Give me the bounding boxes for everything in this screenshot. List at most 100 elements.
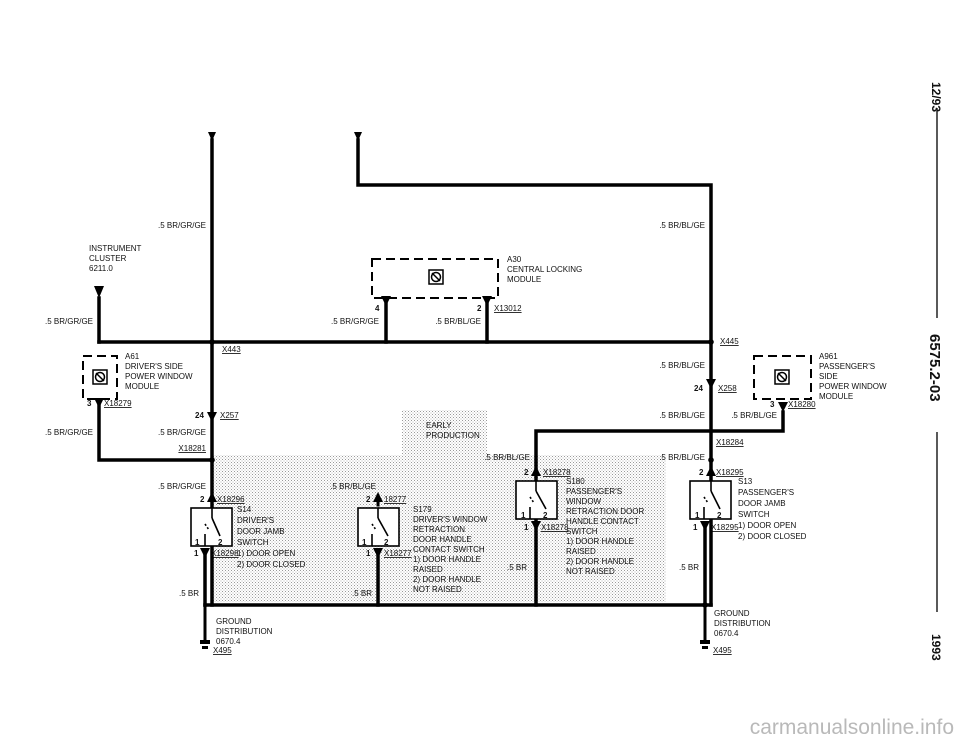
wire-label-right-top: .5 BR/BL/GE — [659, 221, 705, 230]
pin-label-24-right: 24 — [694, 384, 703, 393]
pin-label-1-s180-box: 1 — [521, 511, 526, 520]
pin-label-2-s180-box: 2 — [543, 511, 548, 520]
pin-x257 — [207, 412, 217, 422]
wire-a61-feed — [97, 402, 214, 462]
wire-label-left-top: .5 BR/GR/GE — [158, 221, 206, 230]
pin-label-2-s14: 2 — [200, 495, 205, 504]
pin-label-1-s179-box: 1 — [362, 538, 367, 547]
connector-x18278: X18278 — [543, 468, 571, 477]
connector-x18295-bottom: X18295 — [711, 523, 739, 532]
watermark: carmanualsonline.info — [750, 716, 954, 739]
splice-ground — [702, 602, 708, 608]
pin-s180-2 — [531, 466, 541, 476]
connector-x443: X443 — [222, 345, 241, 354]
pin-x258 — [706, 379, 716, 389]
pin-label-2-s13: 2 — [699, 468, 704, 477]
wire-top-bus — [356, 138, 713, 607]
s179-label: S179 DRIVER'S WINDOW RETRACTION DOOR HAN… — [413, 505, 490, 594]
pin-s179-1 — [373, 548, 383, 558]
pin-label-3-a961: 3 — [770, 400, 775, 409]
pin-label-1-s179: 1 — [366, 549, 371, 558]
wire-label-br-s14: .5 BR — [179, 589, 199, 598]
pin-s14-2 — [207, 492, 217, 502]
pin-a61-3 — [94, 398, 104, 408]
a61-module-icon — [92, 369, 108, 385]
pin-label-2-s179-box: 2 — [384, 538, 389, 547]
a30-module-icon — [428, 269, 444, 285]
s13-label: S13 PASSENGER'S DOOR JAMB SWITCH 1) DOOR… — [738, 477, 807, 541]
connector-x18284: X18284 — [716, 438, 744, 447]
s180-label: S180 PASSENGER'S WINDOW RETRACTION DOOR … — [566, 477, 646, 576]
connector-x18296: X18296 — [217, 495, 245, 504]
wire-label-a61: .5 BR/GR/GE — [45, 428, 93, 437]
wire-label-left-mid: .5 BR/GR/GE — [158, 428, 206, 437]
connector-symbols — [94, 132, 788, 649]
module-icons — [92, 269, 790, 385]
wire-label-a30-4: .5 BR/GR/GE — [331, 317, 379, 326]
pin-label-1-s14-box: 1 — [195, 538, 200, 547]
a961-module-box — [753, 355, 812, 400]
connector-x18277-bottom: X18277 — [384, 549, 412, 558]
ground-right-label: GROUND DISTRIBUTION 0670.4 — [714, 609, 773, 638]
connector-x13012: X13012 — [494, 304, 522, 313]
early-production-shading — [211, 410, 666, 602]
splices — [209, 339, 714, 608]
early-production-label: EARLY PRODUCTION — [426, 421, 480, 440]
wire-label-br-s13: .5 BR — [679, 563, 699, 572]
wire-label-cluster: .5 BR/GR/GE — [45, 317, 93, 326]
splice-x18281 — [209, 457, 215, 463]
wire-label-br-s179: .5 BR — [352, 589, 372, 598]
pin-s180-1 — [531, 521, 541, 531]
a30-module-box — [371, 258, 499, 299]
connector-x495-left: X495 — [213, 646, 232, 655]
a61-label: A61 DRIVER'S SIDE POWER WINDOW MODULE — [125, 352, 195, 391]
side-page-number: 6575.2-03 — [926, 334, 943, 402]
connector-x258: X258 — [718, 384, 737, 393]
wire-label-s14-feed: .5 BR/GR/GE — [158, 482, 206, 491]
pin-label-1-s13: 1 — [693, 523, 698, 532]
wire-label-a961: .5 BR/BL/GE — [731, 411, 777, 420]
connector-x257: X257 — [220, 411, 239, 420]
component-labels: INSTRUMENT CLUSTER 6211.0 A30 CENTRAL LO… — [89, 244, 889, 646]
pin-label-2-s14-box: 2 — [218, 538, 223, 547]
connector-x18281: X18281 — [178, 444, 206, 453]
s180-switch-symbol — [515, 480, 558, 520]
wire-label-br-s180: .5 BR — [507, 563, 527, 572]
connector-x18280: X18280 — [788, 400, 816, 409]
a961-label: A961 PASSENGER'S SIDE POWER WINDOW MODUL… — [819, 352, 889, 401]
connector-x18298: X18298 — [211, 549, 239, 558]
switch-boxes — [190, 480, 732, 547]
pin-label-24-left: 24 — [195, 411, 204, 420]
wire-labels: .5 BR/GR/GE .5 BR/BL/GE .5 BR/GR/GE .5 B… — [45, 221, 777, 598]
s179-switch-symbol — [357, 507, 400, 547]
pin-label-2-s179: 2 — [366, 495, 371, 504]
splice-x443 — [209, 339, 215, 345]
pin-s13-2 — [706, 466, 716, 476]
connector-18277: 18277 — [384, 495, 407, 504]
splice-x445 — [708, 339, 714, 345]
pin-label-3-a61: 3 — [87, 399, 92, 408]
side-date: 12/93 — [929, 82, 943, 112]
pin-a961-3 — [778, 402, 788, 412]
wire-label-right-x258: .5 BR/BL/GE — [659, 411, 705, 420]
arrow-top-left — [208, 132, 216, 141]
ground-symbol-right — [700, 640, 710, 649]
wire-label-s180-feed: .5 BR/BL/GE — [484, 453, 530, 462]
wire-label-s13-feed: .5 BR/BL/GE — [659, 453, 705, 462]
side-margin: 12/93 6575.2-03 1993 — [926, 82, 943, 661]
pin-label-2-a30: 2 — [477, 304, 482, 313]
side-year: 1993 — [929, 634, 943, 661]
s14-switch-symbol — [190, 507, 233, 547]
pin-s179-2 — [373, 492, 383, 502]
arrow-top-middle — [354, 132, 362, 141]
ground-left-label: GROUND DISTRIBUTION 0670.4 — [216, 617, 275, 646]
module-boxes — [82, 258, 812, 400]
s14-label: S14 DRIVER'S DOOR JAMB SWITCH 1) DOOR OP… — [237, 505, 306, 569]
wire-label-s179-feed: .5 BR/BL/GE — [330, 482, 376, 491]
arrow-cluster — [94, 286, 104, 298]
connector-labels: X443 X445 X13012 X18279 X257 X258 X18280… — [104, 304, 816, 655]
pin-numbers: 4 2 3 24 24 3 2 2 2 2 1 2 1 2 1 2 1 2 1 … — [87, 304, 775, 558]
connector-x18295: X18295 — [716, 468, 744, 477]
connector-x18279: X18279 — [104, 399, 132, 408]
